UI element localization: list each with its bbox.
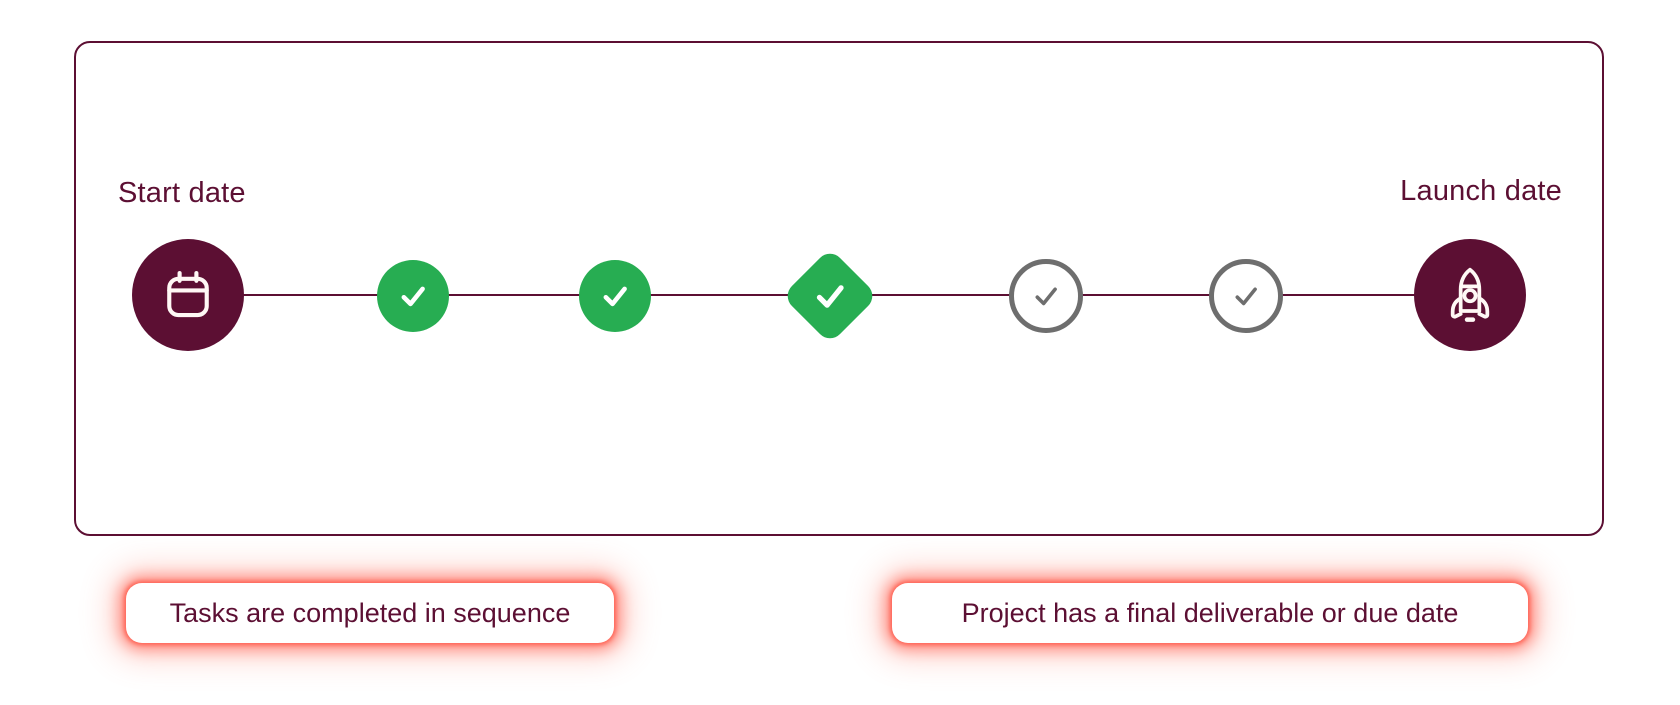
callout-tasks-sequence: Tasks are completed in sequence: [126, 583, 614, 643]
timeline-node-start: [132, 239, 244, 351]
check-icon: [595, 276, 635, 316]
timeline-node-task-upcoming: [1209, 259, 1283, 333]
timeline-node-task-upcoming: [1009, 259, 1083, 333]
check-icon: [1227, 277, 1265, 315]
timeline-node-task-completed: [377, 260, 449, 332]
check-icon: [393, 276, 433, 316]
callout-final-deliverable: Project has a final deliverable or due d…: [892, 583, 1528, 643]
timeline-node-milestone-completed: [781, 247, 879, 345]
launch-date-label: Launch date: [1400, 175, 1562, 207]
check-icon: [1027, 277, 1065, 315]
timeline-node-task-completed: [579, 260, 651, 332]
timeline-node-launch: [1414, 239, 1526, 351]
start-date-label: Start date: [118, 177, 246, 209]
check-icon: [797, 263, 862, 328]
rocket-icon: [1438, 263, 1502, 327]
calendar-icon: [157, 264, 219, 326]
